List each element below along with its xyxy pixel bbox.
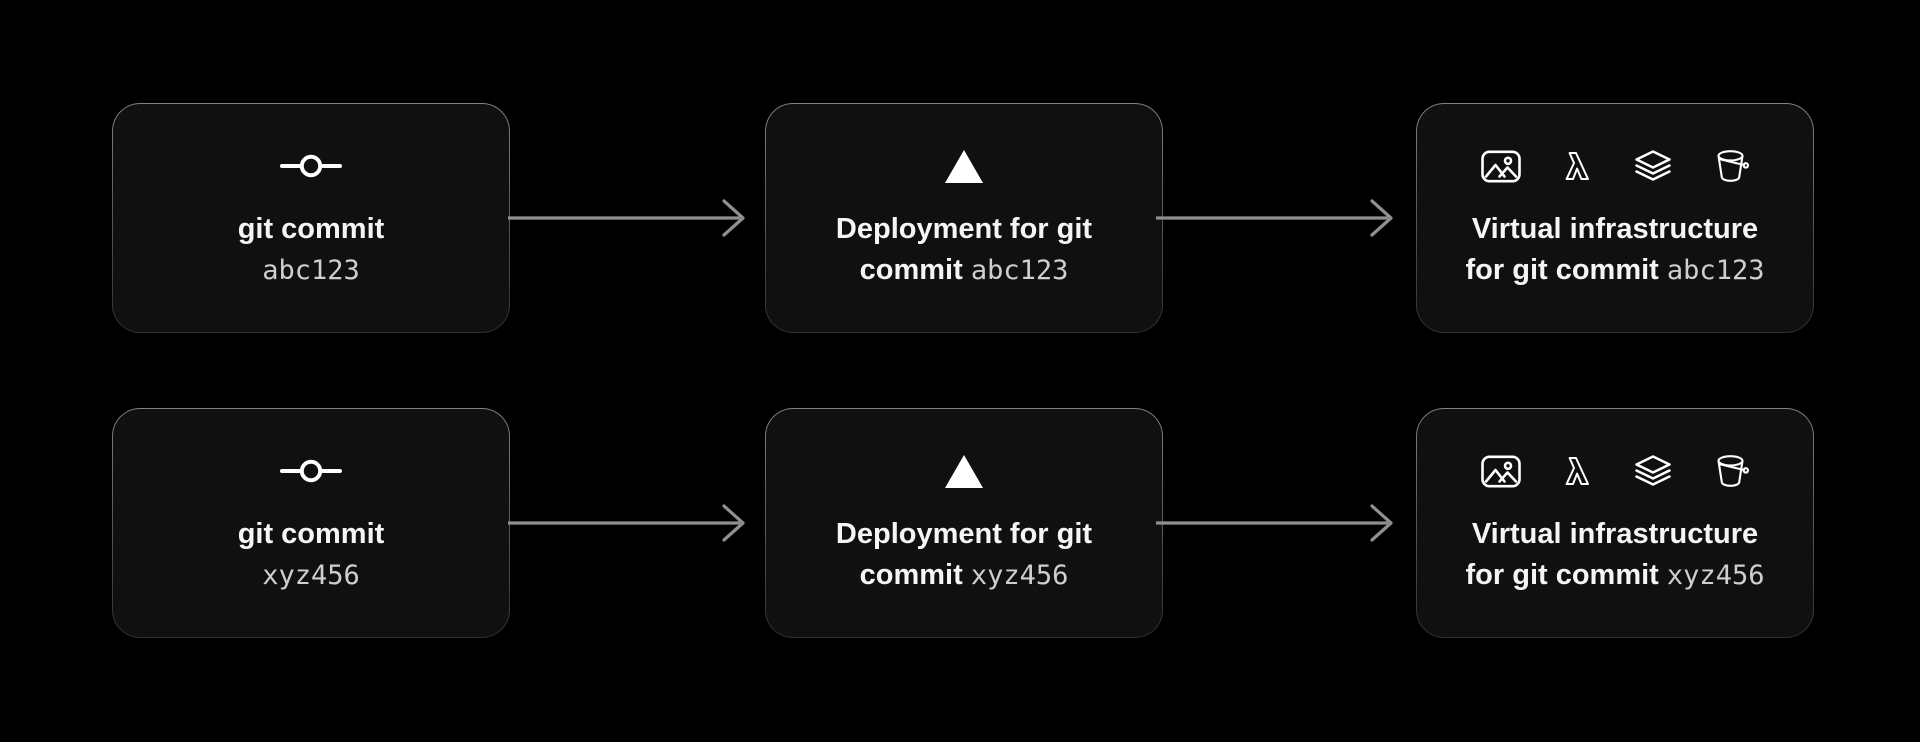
deployment-card-xyz456: Deployment for git commit xyz456 — [765, 408, 1163, 638]
card-icon-row — [945, 146, 983, 186]
card-label: Virtual infrastructure for git commit xy… — [1466, 514, 1765, 596]
image-icon — [1480, 149, 1521, 182]
virtual-infrastructure-card-abc123: Virtual infrastructure for git commit ab… — [1416, 103, 1814, 333]
vercel-triangle-icon — [945, 454, 983, 488]
layers-icon — [1634, 454, 1671, 486]
commit-hash: abc123 — [970, 255, 1069, 286]
virtual-infrastructure-card-xyz456: Virtual infrastructure for git commit xy… — [1416, 408, 1814, 638]
card-icon-row — [279, 451, 343, 491]
vercel-triangle-icon — [945, 149, 983, 183]
bucket-icon — [1716, 455, 1749, 487]
commit-hash: xyz456 — [1666, 560, 1765, 591]
commit-hash: abc123 — [1666, 255, 1765, 286]
card-title: for git commit — [1465, 254, 1659, 286]
git-commit-icon — [280, 154, 342, 178]
lambda-icon — [1565, 152, 1589, 180]
card-label: git commit xyz456 — [238, 514, 385, 596]
card-icon-row — [1480, 146, 1750, 186]
git-commit-icon — [280, 459, 342, 483]
card-title: for git commit — [1465, 559, 1659, 591]
layers-icon — [1634, 149, 1671, 181]
commit-hash: abc123 — [262, 255, 360, 286]
card-title: Virtual infrastructure — [1471, 213, 1759, 245]
deployment-card-abc123: Deployment for git commit abc123 — [765, 103, 1163, 333]
bucket-icon — [1716, 150, 1749, 182]
flow-arrow-icon — [1156, 504, 1393, 542]
card-title: git commit — [237, 213, 385, 245]
card-title: git commit — [237, 518, 385, 550]
card-icon-row — [279, 146, 343, 186]
git-commit-card-xyz456: git commit xyz456 — [112, 408, 510, 638]
card-title: commit — [859, 254, 963, 286]
card-label: Virtual infrastructure for git commit ab… — [1466, 209, 1765, 291]
commit-hash: xyz456 — [262, 560, 360, 591]
card-title: Virtual infrastructure — [1471, 518, 1759, 550]
card-title: commit — [859, 559, 963, 591]
card-icon-row — [1480, 451, 1750, 491]
flow-arrow-icon — [508, 504, 745, 542]
card-title: Deployment for git — [835, 518, 1093, 550]
commit-hash: xyz456 — [970, 560, 1069, 591]
card-label: Deployment for git commit abc123 — [836, 209, 1092, 291]
card-label: Deployment for git commit xyz456 — [836, 514, 1092, 596]
card-title: Deployment for git — [835, 213, 1093, 245]
image-icon — [1480, 454, 1521, 487]
flow-arrow-icon — [1156, 199, 1393, 237]
flow-arrow-icon — [508, 199, 745, 237]
card-label: git commit abc123 — [238, 209, 385, 291]
lambda-icon — [1565, 457, 1589, 485]
card-icon-row — [945, 451, 983, 491]
git-commit-card-abc123: git commit abc123 — [112, 103, 510, 333]
